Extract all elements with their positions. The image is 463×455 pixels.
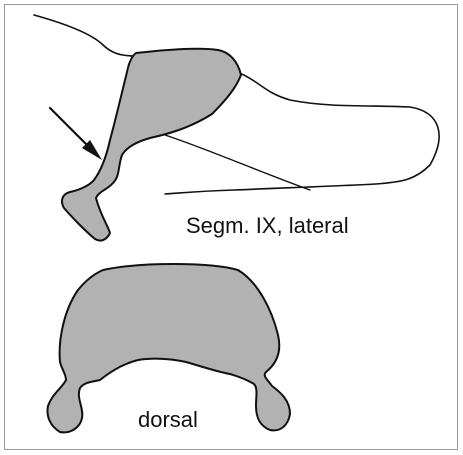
lateral-label: Segm. IX, lateral <box>186 213 349 238</box>
dorsal-label: dorsal <box>138 407 198 432</box>
arrow-icon <box>50 108 102 160</box>
segment-inner-line <box>165 135 310 190</box>
segment-outline-upper <box>34 15 136 56</box>
